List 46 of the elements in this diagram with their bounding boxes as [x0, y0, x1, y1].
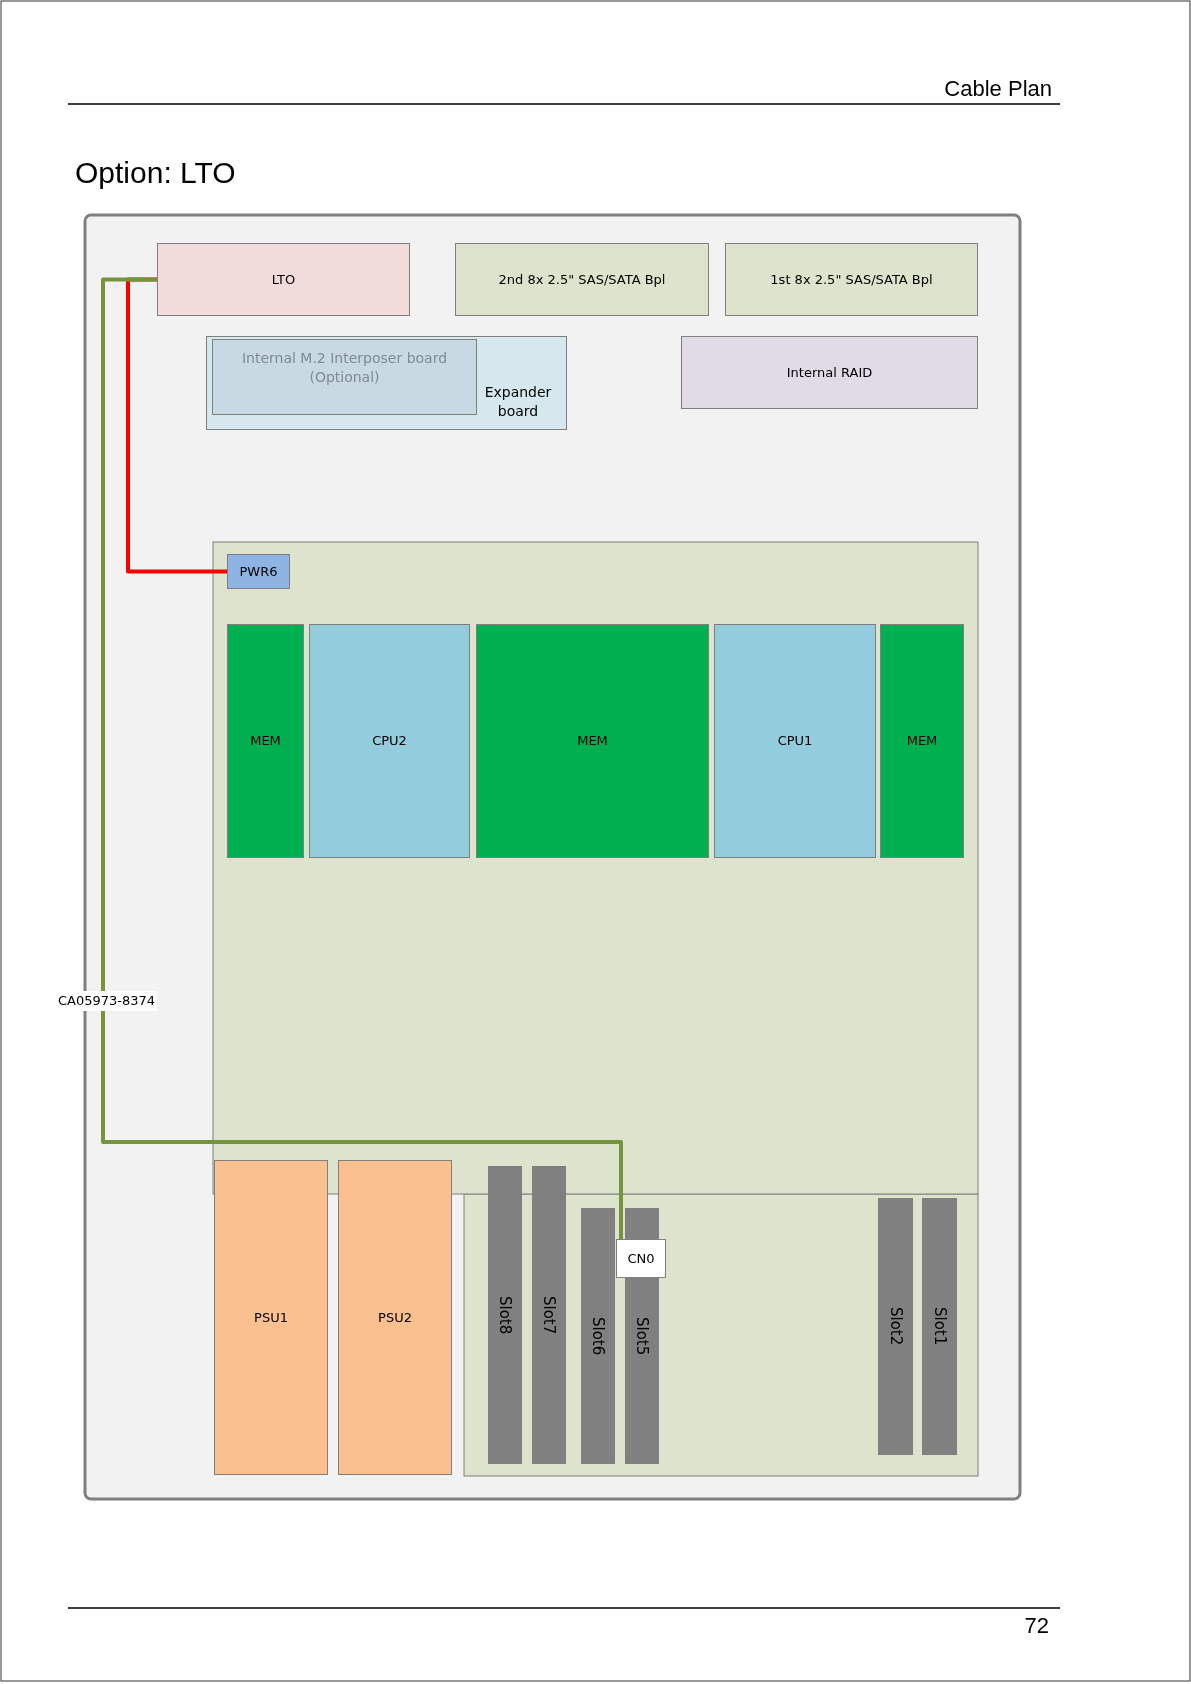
node-label: LTO — [271, 270, 296, 289]
board-box — [206, 336, 567, 430]
node-label: 1st 8x 2.5" SAS/SATA Bpl — [770, 270, 933, 289]
memory-box — [880, 624, 964, 858]
title: Option: LTO — [75, 156, 236, 190]
node-label: PSU1 — [254, 1308, 288, 1327]
node-label: MEM — [906, 732, 938, 750]
cpu-box — [714, 624, 876, 858]
memory-box — [227, 624, 304, 858]
node-label: 2nd 8x 2.5" SAS/SATA Bpl — [498, 270, 666, 289]
slot-bar — [488, 1166, 522, 1464]
power-supply-box — [338, 1160, 452, 1475]
cpu-box — [309, 624, 470, 858]
slot-bar — [532, 1166, 566, 1464]
raid-board-box — [681, 336, 978, 409]
slot-bar — [878, 1198, 913, 1455]
node-label: Internal M.2 Interposer board (Optional) — [240, 349, 449, 387]
node-label: Internal RAID — [786, 363, 873, 382]
slot-bar — [922, 1198, 957, 1455]
node-label: Slot5 — [632, 1316, 653, 1356]
node-label: Slot8 — [495, 1295, 516, 1335]
slot-bar — [581, 1208, 615, 1464]
board-box — [212, 339, 477, 415]
node-label: PWR6 — [239, 562, 278, 581]
node-label: Slot1 — [929, 1307, 950, 1346]
node-label: MEM — [577, 732, 608, 750]
node-label: CPU2 — [372, 732, 407, 750]
node-label: Slot6 — [588, 1316, 609, 1356]
connector-box — [227, 554, 290, 589]
node-label: Expander board — [483, 383, 553, 421]
header-text: Cable Plan — [944, 76, 1052, 102]
memory-box — [476, 624, 709, 858]
node-label: PSU2 — [378, 1308, 412, 1327]
power-supply-box — [214, 1160, 328, 1475]
tape-drive-box — [157, 243, 410, 316]
connector-box — [616, 1239, 666, 1278]
node-label: CN0 — [627, 1249, 655, 1268]
node-label: MEM — [250, 732, 281, 750]
node-label: Slot7 — [539, 1295, 560, 1335]
node-label: CPU1 — [777, 732, 813, 750]
cable-line — [101, 277, 623, 1239]
backplane-box — [455, 243, 709, 316]
backplane-box — [725, 243, 978, 316]
page-number: 72 — [1024, 1613, 1049, 1639]
edge-label: CA05973-8374 — [56, 991, 158, 1011]
node-label: Slot2 — [885, 1307, 906, 1346]
